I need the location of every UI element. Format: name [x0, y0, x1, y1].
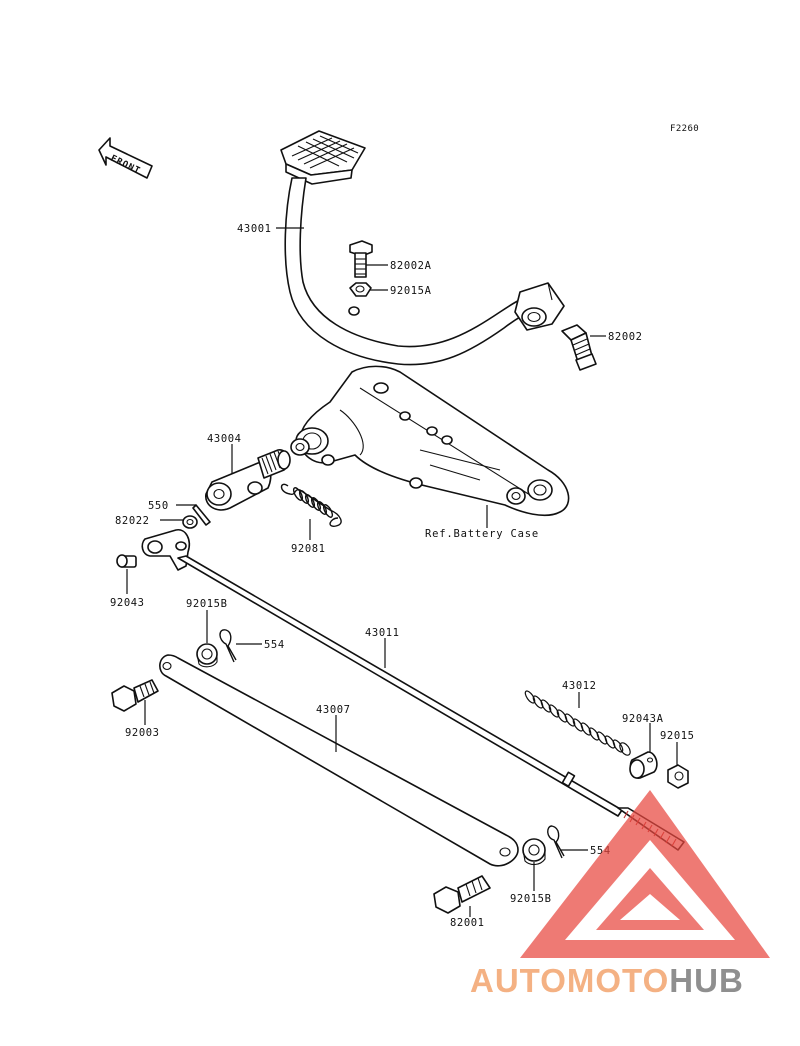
label-92015: 92015 — [660, 730, 695, 742]
pedal-pad-grid — [291, 135, 359, 169]
nut-92015 — [667, 764, 689, 789]
label-92043A: 92043A — [622, 713, 664, 725]
label-92015B-bottom: 92015B — [510, 893, 552, 905]
brake-pedal-43001 — [280, 130, 565, 366]
label-43004: 43004 — [207, 433, 242, 445]
spring-43012 — [524, 690, 631, 756]
label-82022: 82022 — [115, 515, 150, 527]
label-43011: 43011 — [365, 627, 400, 639]
label-92003: 92003 — [125, 727, 160, 739]
front-arrow-icon: FRONT — [98, 137, 153, 179]
bolt-82002A — [349, 240, 373, 278]
washer-82022 — [182, 515, 198, 529]
watermark-text-part2: HUB — [669, 962, 744, 999]
leader-lines — [126, 227, 678, 917]
label-554-top: 554 — [264, 639, 285, 651]
label-92081: 92081 — [291, 543, 326, 555]
diagram-code: F2260 — [670, 124, 699, 134]
cotter-pin-554-top — [219, 629, 237, 663]
watermark-triangle-logo — [520, 790, 770, 958]
joint-92043A — [629, 751, 658, 779]
label-43012: 43012 — [562, 680, 597, 692]
spring-92081 — [280, 483, 342, 527]
bolt-82002 — [561, 324, 597, 371]
battery-case-bracket — [290, 365, 570, 517]
reference-battery-case: Ref.Battery Case — [425, 528, 539, 540]
nut-92015A — [349, 282, 372, 297]
collar-92015B-bottom — [522, 838, 546, 866]
collar-92015B-top — [196, 643, 218, 668]
label-82002: 82002 — [608, 331, 643, 343]
label-92015A: 92015A — [390, 285, 432, 297]
label-550: 550 — [148, 500, 169, 512]
pin-92043 — [116, 554, 137, 568]
label-92043: 92043 — [110, 597, 145, 609]
cotter-pin-550 — [192, 504, 211, 526]
label-82001: 82001 — [450, 917, 485, 929]
label-82002A: 82002A — [390, 260, 432, 272]
cotter-pin-554-bottom — [547, 825, 565, 859]
watermark-text-part1: AUTOMOTO — [470, 962, 670, 999]
cam-43004 — [205, 449, 291, 511]
bolt-92003 — [111, 679, 159, 712]
link-43007 — [159, 654, 519, 867]
label-43001: 43001 — [237, 223, 272, 235]
bolt-82001 — [433, 875, 491, 914]
label-92015B-top: 92015B — [186, 598, 228, 610]
label-43007: 43007 — [316, 704, 351, 716]
watermark-text: AUTOMOTOHUB — [470, 962, 744, 1000]
